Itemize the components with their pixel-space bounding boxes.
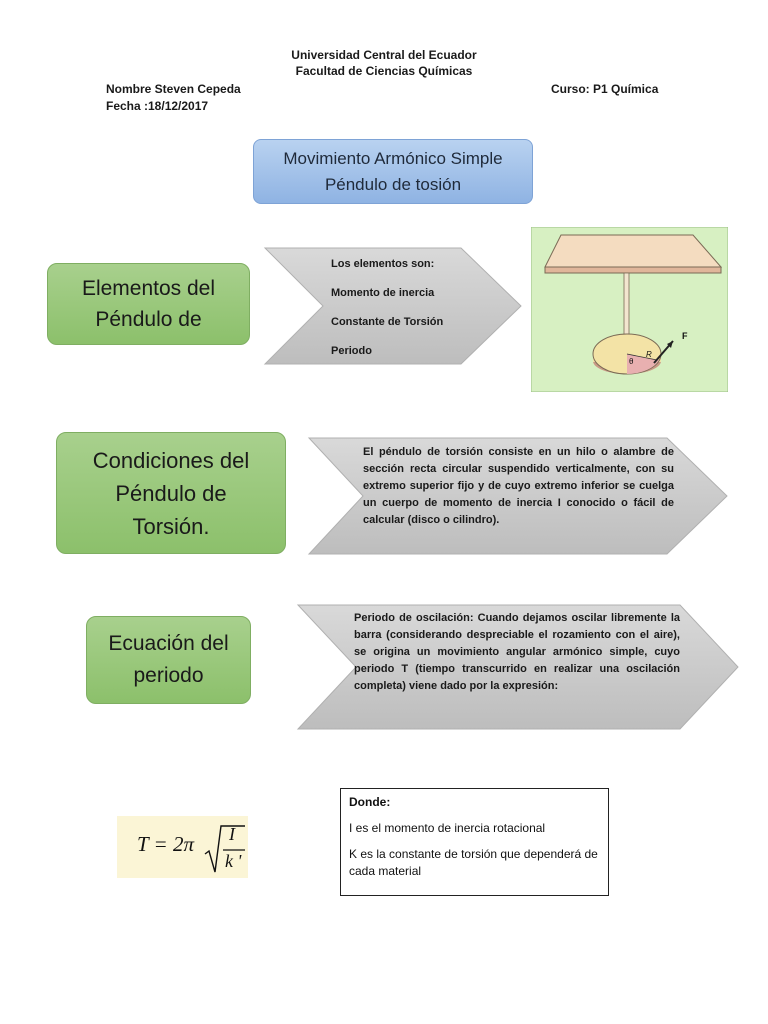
formula-numerator: I [229,824,235,844]
conditions-chevron: El péndulo de torsión consiste en un hil… [307,437,729,556]
elements-chevron: Los elementos son: Momento de inercia Co… [263,247,523,365]
definition-torsion: K es la constante de torsión que depende… [349,847,598,878]
elements-label-2: Péndulo de [95,308,202,331]
chevron-shape [307,437,728,555]
period-text: Periodo de oscilación: Cuando dejamos os… [354,612,680,692]
formula-lhs: T = 2π [137,832,194,856]
list-item: Periodo [331,345,372,357]
course-label: Curso: P1 Química [551,82,659,96]
list-item: Los elementos son: [331,258,435,270]
radius-label: R [646,350,652,359]
chevron-shape [296,604,739,730]
list-item: Constante de Torsión [331,316,444,328]
elements-label-1: Elementos del [81,277,216,300]
title-box: Movimiento Armónico Simple Péndulo de to… [253,139,533,204]
faculty-name: Facultad de Ciencias Químicas [295,64,473,78]
equation-label-2: periodo [133,664,204,687]
angle-label: θ [629,357,634,366]
pendulum-figure: F R θ [530,226,729,393]
equation-label-1: Ecuación del [108,632,229,655]
equation-box: Ecuación del periodo [86,616,251,704]
definitions-box: Donde: I es el momento de inercia rotaci… [340,788,609,896]
conditions-label-3: Torsión. [132,513,210,539]
conditions-box: Condiciones del Péndulo de Torsión. [56,432,286,554]
list-item: Momento de inercia [331,287,435,299]
definition-inertia: I es el momento de inercia rotacional [349,821,546,835]
conditions-label-1: Condiciones del [92,447,250,473]
sqrt-icon [204,825,245,873]
pendulum-diagram [530,226,729,393]
elements-box: Elementos del Péndulo de [47,263,250,345]
conditions-text: El péndulo de torsión consiste en un hil… [363,446,674,526]
student-name: Nombre Steven Cepeda [106,82,241,96]
definitions-heading: Donde: [349,795,391,809]
chevron-shape [263,247,522,365]
conditions-label-2: Péndulo de [115,480,227,506]
force-label: F [682,331,688,341]
date-label: Fecha :18/12/2017 [106,99,209,113]
formula-denominator: k ' [225,851,242,871]
title-line-1: Movimiento Armónico Simple [283,148,503,168]
university-name: Universidad Central del Ecuador [291,48,477,62]
title-line-2: Péndulo de tosión [324,174,462,194]
period-formula: T = 2π I k ' [117,816,248,878]
period-chevron: Periodo de oscilación: Cuando dejamos os… [296,604,740,731]
